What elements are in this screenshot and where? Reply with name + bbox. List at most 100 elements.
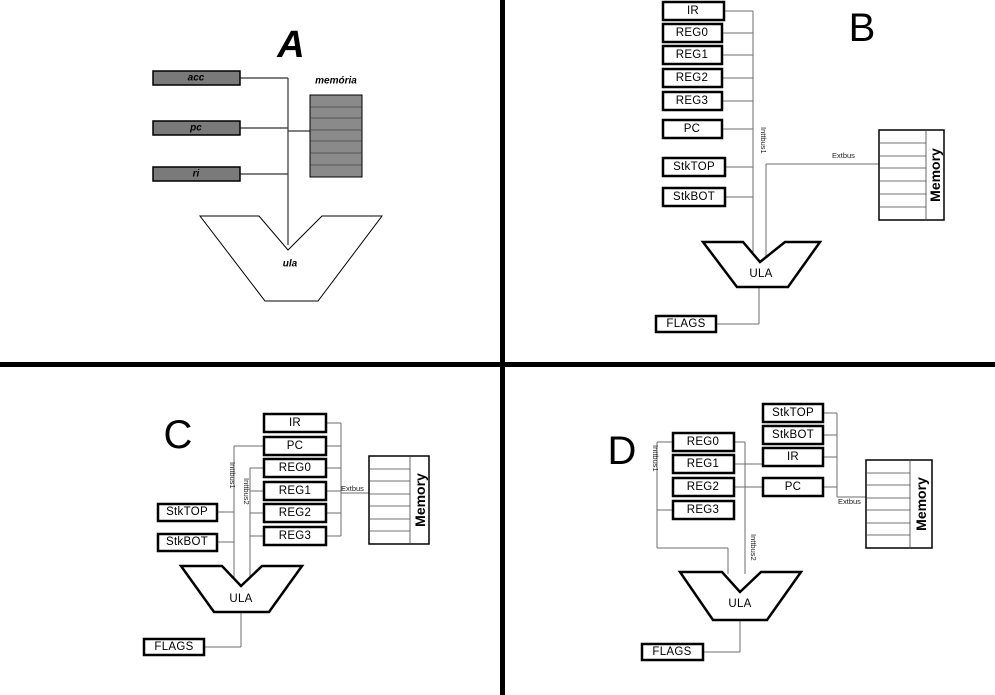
register-c-reg2: REG2 xyxy=(262,502,328,524)
alu-b-label: ULA xyxy=(749,268,772,280)
register-c-reg3-label: REG3 xyxy=(279,530,312,542)
flags-b: FLAGS xyxy=(654,314,718,334)
register-d-stktop: StkTOP xyxy=(761,402,825,424)
inttbus1-d: Inttbus1 xyxy=(651,441,729,574)
quadrant-d-title: D xyxy=(608,429,637,473)
memory-d: Memory xyxy=(865,459,933,549)
register-b-pc: PC xyxy=(661,118,724,140)
quadrant-b-title: B xyxy=(849,6,876,50)
memory-b-label: Memory xyxy=(927,148,943,202)
register-c-reg0: REG0 xyxy=(262,457,328,479)
register-d-reg0-label: REG0 xyxy=(687,436,720,448)
register-b-reg0: REG0 xyxy=(661,22,724,44)
quadrant-a: A acc pc ri memória xyxy=(152,24,384,302)
register-b-stktop: StkTOP xyxy=(661,156,727,178)
register-d-ir: IR xyxy=(761,446,825,468)
vertical-divider xyxy=(500,0,505,695)
register-b-stkbot-label: StkBOT xyxy=(673,191,715,203)
register-d-reg2: REG2 xyxy=(671,476,736,498)
register-b-stkbot: StkBOT xyxy=(661,186,727,208)
alu-b: ULA xyxy=(700,240,823,289)
alu-a-label: ula xyxy=(283,259,298,270)
register-c-reg1-label: REG1 xyxy=(279,485,312,497)
inttbus1-c: Inttbus1 xyxy=(217,445,264,582)
register-c-pc: PC xyxy=(262,435,328,457)
inttbus2-c: Inttbus2 xyxy=(242,467,264,582)
extbus-d-label: Extbus xyxy=(838,497,861,506)
register-acc: acc xyxy=(152,70,241,86)
register-d-reg2-label: REG2 xyxy=(687,481,720,493)
inttbus2-c-label: Inttbus2 xyxy=(242,478,251,505)
register-d-reg3: REG3 xyxy=(671,499,736,521)
alu-d: ULA xyxy=(677,570,804,622)
alu-d-label: ULA xyxy=(728,598,751,610)
register-c-stkbot-label: StkBOT xyxy=(166,536,208,548)
register-b-ir: IR xyxy=(661,0,726,22)
flags-b-label: FLAGS xyxy=(666,318,705,330)
register-d-reg1-label: REG1 xyxy=(687,458,720,470)
alu-c-label: ULA xyxy=(229,593,252,605)
memory-b: Memory xyxy=(878,129,945,221)
register-pc: pc xyxy=(152,120,241,136)
extbus-c: Extbus xyxy=(204,422,370,648)
memory-c-label: Memory xyxy=(412,473,428,527)
extbus-b-label: Extbus xyxy=(832,151,855,160)
register-pc-label: pc xyxy=(189,123,202,134)
register-b-stktop-label: StkTOP xyxy=(673,161,715,173)
memory-a-label: memória xyxy=(315,76,357,87)
register-b-reg0-label: REG0 xyxy=(676,27,709,39)
register-c-stktop-label: StkTOP xyxy=(166,506,208,518)
extbus-d: Extbus xyxy=(703,412,867,653)
register-ri-label: ri xyxy=(193,169,200,180)
register-c-reg0-label: REG0 xyxy=(279,462,312,474)
extbus-b: Extbus xyxy=(765,151,880,258)
register-b-reg2-label: REG2 xyxy=(676,72,709,84)
quadrant-c-title: C xyxy=(164,413,193,457)
quadrant-d: D Inttbus1 Inttbus2 Extbus xyxy=(608,402,933,662)
register-d-stktop-label: StkTOP xyxy=(772,407,814,419)
flags-d-label: FLAGS xyxy=(652,646,691,658)
register-b-reg3-label: REG3 xyxy=(676,95,709,107)
register-c-reg2-label: REG2 xyxy=(279,507,312,519)
flags-c: FLAGS xyxy=(142,637,206,657)
register-acc-label: acc xyxy=(188,73,205,84)
register-b-reg1: REG1 xyxy=(661,44,724,66)
register-d-reg3-label: REG3 xyxy=(687,504,720,516)
register-b-reg1-label: REG1 xyxy=(676,49,709,61)
quadrant-c: C Inttbus1 Inttbus2 Extbus xyxy=(142,412,430,657)
register-b-ir-label: IR xyxy=(687,5,699,17)
register-c-ir: IR xyxy=(262,412,328,434)
register-b-reg3: REG3 xyxy=(661,90,724,112)
register-d-pc: PC xyxy=(761,476,825,498)
alu-c: ULA xyxy=(178,564,305,614)
inttbus2-d: Inttbus2 xyxy=(734,441,763,574)
register-b-reg2: REG2 xyxy=(661,67,724,89)
memory-d-label: Memory xyxy=(913,477,929,531)
register-c-reg1: REG1 xyxy=(262,480,328,502)
horizontal-divider xyxy=(0,362,995,367)
extbus-c-label: Extbus xyxy=(341,484,364,493)
inttbus1-c-label: Inttbus1 xyxy=(228,462,237,489)
inttbus1-d-label: Inttbus1 xyxy=(651,445,660,472)
register-ri: ri xyxy=(152,166,241,182)
quadrant-a-title: A xyxy=(276,24,304,66)
memory-c: Memory xyxy=(368,455,430,545)
memory-a: memória xyxy=(309,76,363,178)
register-c-stktop: StkTOP xyxy=(156,502,219,523)
register-c-ir-label: IR xyxy=(289,417,301,429)
register-c-reg3: REG3 xyxy=(262,525,328,547)
inttbus1-b: Inttbus1 xyxy=(716,10,768,325)
register-b-pc-label: PC xyxy=(684,123,701,135)
quadrant-b: B Inttbus1 Extbus IR REG xyxy=(654,0,945,334)
register-d-pc-label: PC xyxy=(785,481,802,493)
inttbus2-d-label: Inttbus2 xyxy=(749,534,758,561)
register-d-ir-label: IR xyxy=(787,451,799,463)
register-d-stkbot-label: StkBOT xyxy=(772,429,814,441)
alu-a: ula xyxy=(198,215,384,302)
register-d-stkbot: StkBOT xyxy=(761,424,825,446)
register-c-pc-label: PC xyxy=(287,440,304,452)
flags-c-label: FLAGS xyxy=(154,641,193,653)
flags-d: FLAGS xyxy=(640,642,705,662)
